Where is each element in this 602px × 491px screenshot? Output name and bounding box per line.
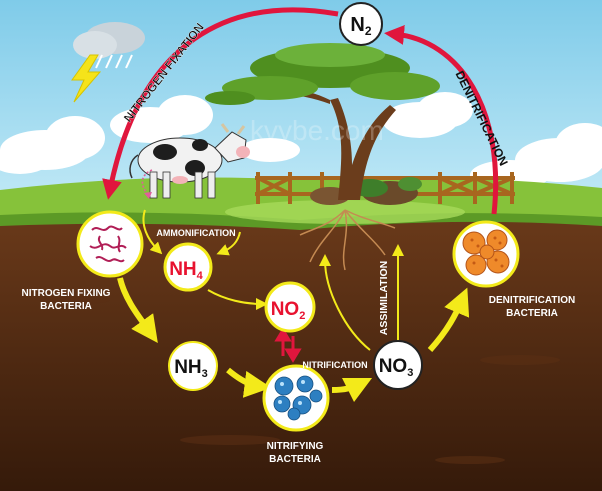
node-nh4: [163, 242, 213, 292]
label-nitrogen-fixing-bacteria-1: NITROGEN FIXING: [22, 288, 111, 299]
svg-text:NH3: NH3: [174, 357, 208, 380]
node-n2-base: N: [350, 14, 364, 36]
nitrogen-fixation-arrow: [102, 7, 339, 200]
node-no3: [373, 340, 423, 390]
nitrogen-fixing-bacteria-icon: [76, 210, 144, 278]
label-nitrification: NITRIFICATION: [302, 360, 367, 370]
arrow-ammonification-2: [216, 231, 241, 256]
no2-exchange-arrows: [274, 327, 302, 363]
node-nh3-sub: 3: [202, 368, 208, 380]
node-no3-sub: 3: [407, 367, 413, 379]
arrow-nitrifying-to-no3: [331, 377, 373, 403]
label-ammonification: AMMONIFICATION: [156, 228, 235, 238]
arrow-nh3-to-nitrifying: [226, 367, 272, 398]
tree-roots: [299, 209, 396, 271]
soil-texture: [50, 296, 560, 464]
arrow-no3-to-denitrification: [427, 287, 470, 353]
storm-cloud-icon: [71, 22, 145, 103]
node-nh4-base: NH: [169, 259, 196, 280]
label-nitrogen-fixing-bacteria-2: BACTERIA: [40, 301, 92, 312]
svg-text:NO3: NO3: [379, 356, 414, 379]
label-denitrification-bacteria-2: BACTERIA: [506, 308, 558, 319]
label-assimilation: ASSIMILATION: [378, 261, 390, 335]
lightning-icon: [71, 54, 102, 103]
node-nh3-base: NH: [174, 357, 201, 378]
denitrification-bacteria-icon: [452, 220, 520, 288]
svg-text:NO2: NO2: [271, 299, 306, 322]
label-nitrifying-bacteria-2: BACTERIA: [269, 454, 321, 465]
node-nh3: [168, 341, 218, 391]
nitrifying-bacteria-icon: [262, 364, 330, 432]
node-n2: [339, 2, 383, 46]
watermark: kvybe.com: [250, 115, 384, 146]
node-no2-sub: 2: [299, 310, 305, 322]
arrow-bacteria-to-nh3: [117, 277, 158, 343]
clouds: [0, 92, 602, 190]
node-no2: [264, 281, 316, 333]
svg-text:NH4: NH4: [169, 259, 203, 282]
label-nitrifying-bacteria-1: NITRIFYING: [267, 441, 324, 452]
node-n2-sub: 2: [365, 24, 372, 38]
node-no2-base: NO: [271, 299, 300, 320]
denitrification-arrow: [384, 24, 499, 215]
arrow-ammonification-1: [142, 209, 163, 255]
arrow-nh4-to-no2: [207, 289, 268, 310]
tree-icon: [205, 43, 440, 200]
svg-text:N2: N2: [350, 14, 371, 38]
cow-icon: [129, 123, 250, 199]
arrow-no3-to-roots: [319, 254, 371, 351]
node-nh4-sub: 4: [197, 270, 204, 282]
label-denitrification-bacteria-1: DENITRIFICATION: [489, 295, 575, 306]
node-no3-base: NO: [379, 356, 408, 377]
